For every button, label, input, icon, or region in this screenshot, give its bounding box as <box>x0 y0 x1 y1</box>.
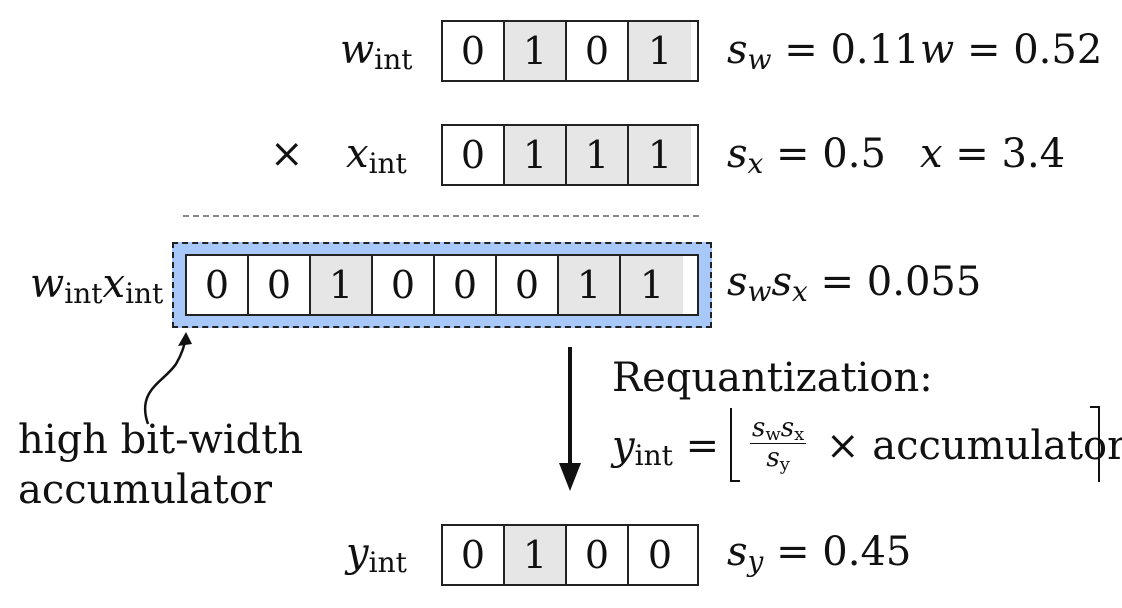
accumulator-bit-7: 1 <box>621 256 683 314</box>
y-int-bit-3: 0 <box>647 533 673 577</box>
w-real-value-label: w = 0.52 <box>920 27 1103 73</box>
y-int-bit-1: 1 <box>505 526 567 584</box>
w-int-bit-0: 0 <box>443 22 505 80</box>
w-scale-label: sw = 0.11 <box>727 27 920 77</box>
requantization-title: Requantization: <box>612 355 933 401</box>
x-int-bit-0: 0 <box>443 126 505 184</box>
x-int-bit-3: 1 <box>629 126 691 184</box>
x-real-value-label: x = 3.4 <box>920 131 1066 177</box>
w-int-bit-2: 0 <box>567 22 629 80</box>
y-int-bit-2: 0 <box>567 526 629 584</box>
accumulator-bit-1: 0 <box>249 256 311 314</box>
accumulator-bit-5: 0 <box>497 256 559 314</box>
x-int-bit-1: 1 <box>505 126 567 184</box>
y-scale-label: sy = 0.45 <box>727 529 912 579</box>
down-arrow <box>559 347 581 491</box>
product-separator-line <box>183 215 699 217</box>
annotation-arrow <box>143 332 192 425</box>
x-int-label: xint <box>346 131 407 181</box>
w-int-bit-1: 1 <box>505 22 567 80</box>
w-int-bit-3: 1 <box>629 22 691 80</box>
accumulator-bit-4: 0 <box>435 256 497 314</box>
y-int-bit-0: 0 <box>443 526 505 584</box>
requantization-rhs: × accumulator <box>826 423 1122 469</box>
x-scale-label: sx = 0.5 <box>727 131 886 181</box>
floor-left-bracket <box>730 408 740 482</box>
accumulator-bit-0: 0 <box>187 256 249 314</box>
accumulator-bit-6: 1 <box>559 256 621 314</box>
y-int-label: yint <box>346 530 407 580</box>
annotation-text-line1: high bit-width <box>18 417 304 463</box>
accumulator-bit-2: 1 <box>311 256 373 314</box>
x-int-bit-2: 1 <box>567 126 629 184</box>
multiply-sign: × <box>270 131 304 177</box>
accumulator-scale-label: swsx = 0.055 <box>727 259 982 309</box>
annotation-text-line2: accumulator <box>18 467 273 513</box>
ceil-right-bracket <box>1090 406 1100 482</box>
w-int-label: wint <box>340 27 413 77</box>
accumulator-bit-3: 0 <box>373 256 435 314</box>
requantization-formula: yint = <box>612 423 720 473</box>
requantization-fraction: swsx sy <box>750 413 807 475</box>
accumulator-label: wintxint <box>30 261 164 311</box>
